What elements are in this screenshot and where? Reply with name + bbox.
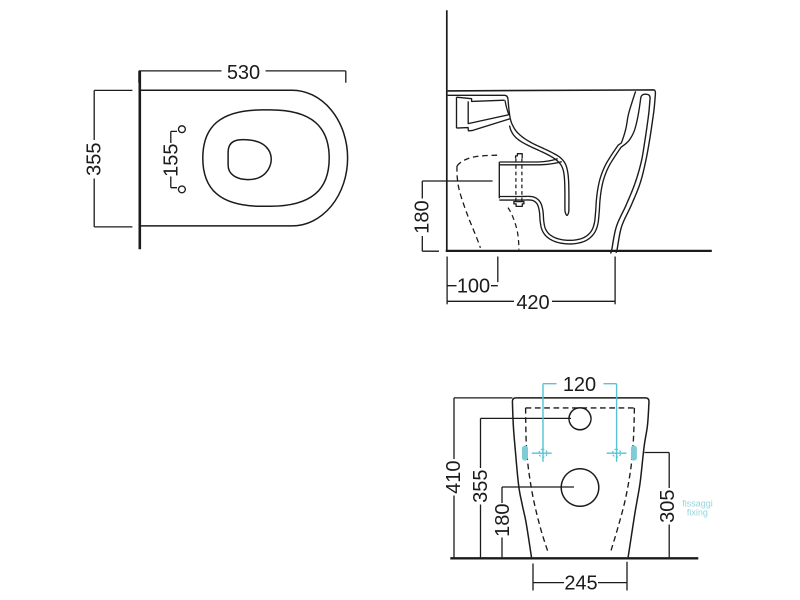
svg-text:305: 305 <box>657 490 679 523</box>
svg-text:180: 180 <box>412 200 434 233</box>
svg-text:fixing: fixing <box>687 508 708 518</box>
svg-text:180: 180 <box>492 504 514 537</box>
svg-text:410: 410 <box>443 461 465 494</box>
svg-text:420: 420 <box>516 292 549 314</box>
svg-text:155: 155 <box>160 144 182 177</box>
svg-text:530: 530 <box>227 62 260 84</box>
svg-text:245: 245 <box>564 573 597 595</box>
svg-text:355: 355 <box>470 470 492 503</box>
svg-text:355: 355 <box>84 143 106 176</box>
svg-text:fissaggi: fissaggi <box>682 498 713 508</box>
svg-text:100: 100 <box>457 275 490 297</box>
svg-text:120: 120 <box>563 374 596 396</box>
